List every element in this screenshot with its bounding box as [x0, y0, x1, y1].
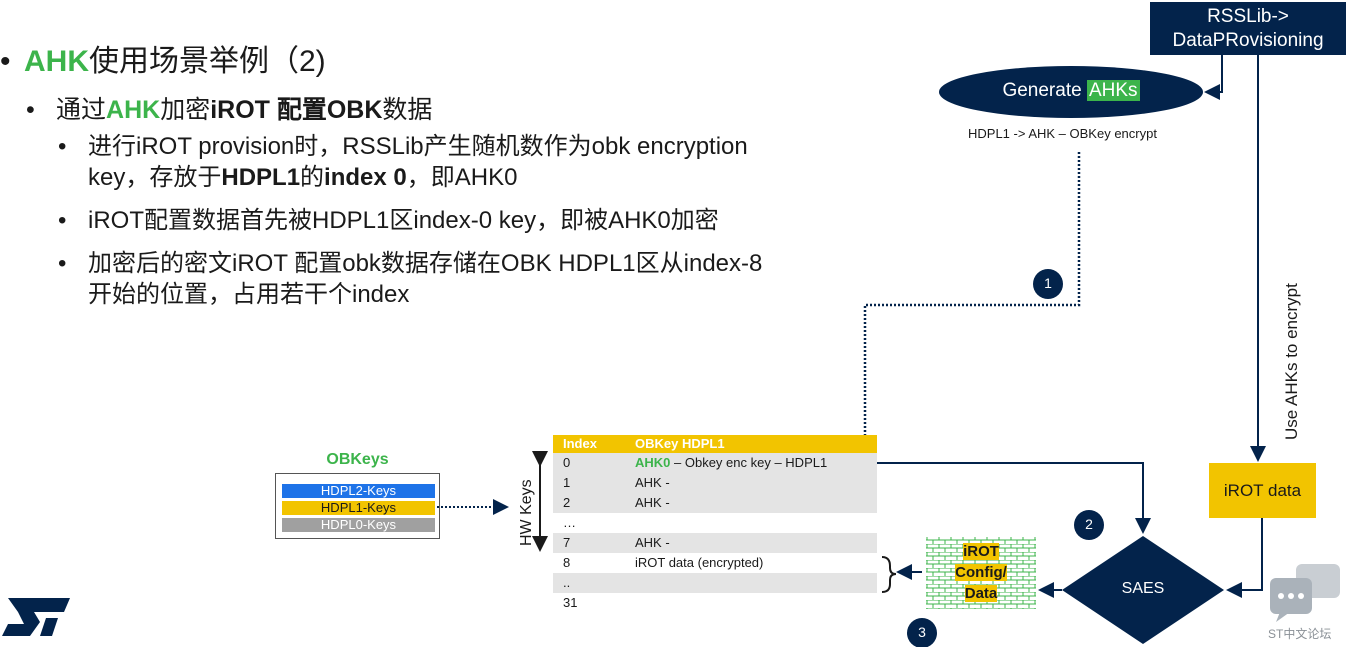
hw-keys-label: HW Keys	[518, 479, 535, 546]
saes-diamond	[1062, 536, 1224, 644]
table-row: 1 AHK -	[553, 473, 877, 493]
step-1-circle	[1033, 269, 1063, 299]
table-header-index: Index	[553, 435, 625, 453]
step-3-label: 3	[918, 624, 926, 640]
arrow-key-to-saes	[866, 462, 1151, 534]
generate-ahks-ellipse	[939, 66, 1203, 118]
arrow-rsslib-to-generate	[1204, 55, 1223, 100]
obkeys-title: OBKeys	[326, 451, 389, 468]
table-row: 7 AHK -	[553, 533, 877, 553]
forum-label: ST中文论坛	[1268, 627, 1332, 641]
step-1-label: 1	[1044, 275, 1052, 291]
arrow-irot-data-to-saes	[1226, 518, 1263, 598]
table-row: 0 AHK0 – Obkey enc key – HDPL1	[553, 453, 877, 473]
obkeys-box	[275, 473, 440, 539]
rsslib-provisioning-box: RSSLib-> DataPRovisioning	[1150, 2, 1346, 55]
bullet-level3-2: •iROT配置数据首先被HDPL1区index-0 key，即被AHK0加密	[58, 207, 719, 234]
obkeys-hdpl1: HDPL1-Keys	[282, 501, 435, 515]
table-header-row: Index OBKey HDPL1	[553, 435, 877, 453]
table-row: …	[553, 513, 877, 533]
irot-config-label: iROT Config/ Data	[955, 543, 1007, 602]
bullet-level2: •通过AHK加密iROT 配置OBK数据	[26, 96, 433, 124]
table-header-obkey: OBKey HDPL1	[625, 435, 877, 453]
table-row: ..	[553, 573, 877, 593]
st-logo-icon	[2, 598, 70, 636]
page-title: •AHK使用场景举例（2)	[0, 45, 326, 78]
dotted-arrow-ahk-to-table	[855, 152, 1081, 457]
irot-data-box: iROT data	[1209, 463, 1316, 518]
obkeys-hdpl2: HDPL2-Keys	[282, 484, 435, 498]
use-ahks-label: Use AHKs to encrypt	[1282, 283, 1301, 440]
step-2-label: 2	[1085, 516, 1093, 532]
table-row: 31	[553, 593, 877, 613]
brace-index-8-31	[881, 556, 897, 593]
chat-bubble-icon	[1270, 564, 1340, 622]
step-2-circle	[1074, 510, 1104, 540]
bullet-level3-3: •加密后的密文iROT 配置obk数据存储在OBK HDPL1区从index-8…	[58, 250, 763, 308]
step-3-circle	[907, 618, 937, 647]
generate-ahks-label: Generate AHKs	[1002, 80, 1140, 101]
bullet-level3-1: •进行iROT provision时，RSSLib产生随机数作为obk encr…	[58, 133, 748, 191]
table-row: 2 AHK -	[553, 493, 877, 513]
obk-hdpl1-table: Index OBKey HDPL1 0 AHK0 – Obkey enc key…	[553, 435, 877, 613]
saes-label: SAES	[1121, 580, 1165, 597]
obkeys-hdpl0: HDPL0-Keys	[282, 518, 435, 532]
hdpl1-caption: HDPL1 -> AHK – OBKey encrypt	[968, 126, 1157, 141]
table-row: 8 iROT data (encrypted)	[553, 553, 877, 573]
